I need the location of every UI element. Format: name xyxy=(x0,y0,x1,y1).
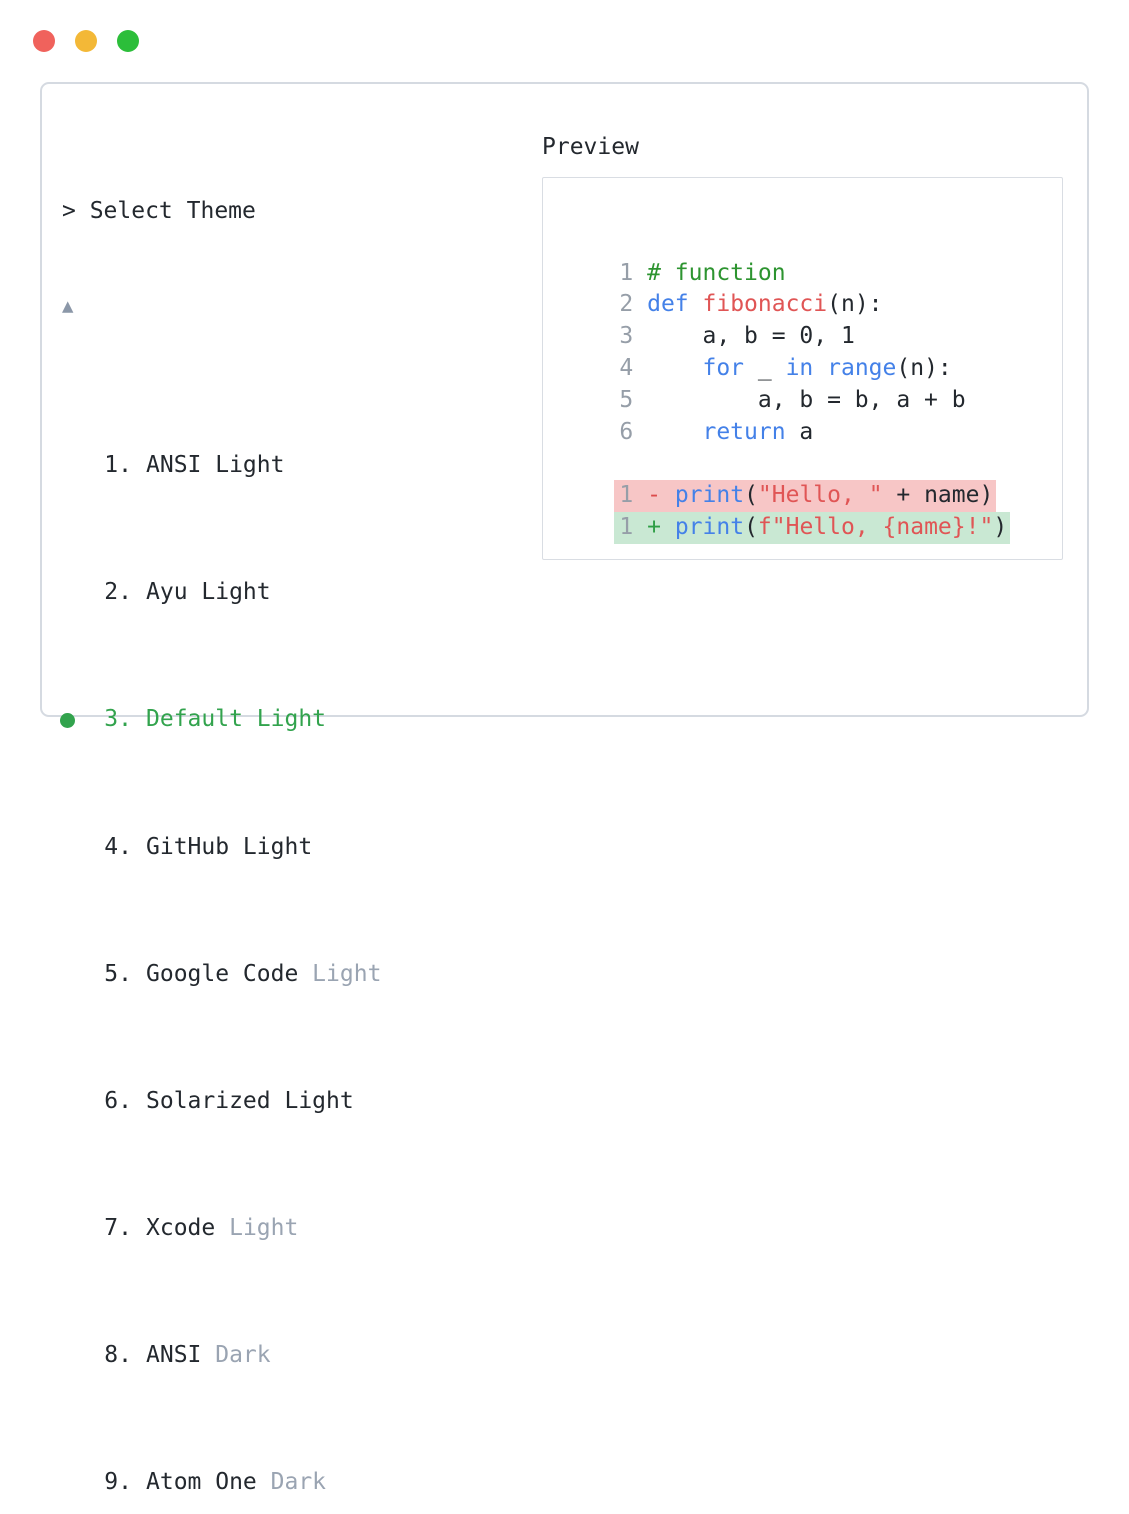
theme-item-number: 8. xyxy=(104,1342,132,1369)
theme-list-item[interactable]: 6. Solarized Light xyxy=(62,1086,879,1118)
line-number: 5 xyxy=(619,386,648,413)
line-number: 1 xyxy=(619,482,648,509)
theme-list-item[interactable]: 4. GitHub Light xyxy=(62,832,879,864)
code-line: 4 for _ in range(n): xyxy=(619,354,952,381)
selected-dot-icon xyxy=(60,712,75,728)
theme-item-name: Ayu Light xyxy=(146,579,271,606)
theme-list-item[interactable]: 8. ANSI Dark xyxy=(62,1340,879,1372)
theme-item-number: 2. xyxy=(104,579,132,606)
selected-marker xyxy=(60,712,90,728)
line-number: 6 xyxy=(619,418,648,445)
theme-item-name: Atom One Dark xyxy=(146,1469,327,1496)
code-line: 1 + print(f"Hello, {name}!") xyxy=(564,480,1062,544)
line-number: 4 xyxy=(619,354,648,381)
theme-item-name: Xcode Light xyxy=(146,1215,299,1242)
minimize-button[interactable] xyxy=(75,30,97,52)
preview-panel: Preview 1 # function 2 def fibonacci(n):… xyxy=(542,132,1063,560)
line-number: 1 xyxy=(619,259,648,286)
code-line: 2 def fibonacci(n): xyxy=(619,291,883,318)
theme-item-number: 5. xyxy=(104,960,132,987)
selected-marker xyxy=(62,1094,90,1109)
theme-list-item[interactable]: 7. Xcode Light xyxy=(62,1213,879,1245)
preview-label: Preview xyxy=(542,134,639,160)
theme-item-number: 6. xyxy=(104,1087,132,1114)
code-preview-box: 1 # function 2 def fibonacci(n): 3 a, b … xyxy=(542,176,1063,560)
theme-list-item[interactable]: 5. Google Code Light xyxy=(62,959,879,991)
window-controls xyxy=(33,30,139,52)
theme-item-name: ANSI Light xyxy=(146,451,285,478)
theme-item-number: 3. xyxy=(104,706,132,733)
selected-marker xyxy=(62,1476,90,1491)
code-line: 3 a, b = 0, 1 xyxy=(619,323,855,350)
selected-marker xyxy=(62,1349,90,1364)
code-line: 5 a, b = b, a + b xyxy=(619,386,966,413)
theme-item-name: Google Code Light xyxy=(146,960,382,987)
theme-item-number: 7. xyxy=(104,1215,132,1242)
select-theme-prompt: > Select Theme xyxy=(62,197,256,224)
selected-marker xyxy=(62,1221,90,1236)
selected-marker xyxy=(62,458,90,473)
theme-item-name: Default Light xyxy=(146,706,327,733)
line-number: 1 xyxy=(619,513,648,540)
line-number: 3 xyxy=(619,323,648,350)
theme-item-name: ANSI Dark xyxy=(146,1342,271,1369)
code-lines: 1 # function 2 def fibonacci(n): 3 a, b … xyxy=(564,226,1062,544)
selected-marker xyxy=(62,586,90,601)
theme-selector-window: > Select Theme ▲ 1. ANSI Light 2. Ayu Li… xyxy=(40,82,1089,1495)
code-line: 6 return a xyxy=(619,418,814,445)
close-button[interactable] xyxy=(33,30,55,52)
theme-item-name: GitHub Light xyxy=(146,833,313,860)
theme-item-name: Solarized Light xyxy=(146,1087,354,1114)
scroll-up-icon[interactable]: ▲ xyxy=(62,294,74,317)
selected-marker xyxy=(62,840,90,855)
code-line: 1 - print("Hello, " + name) xyxy=(564,448,1062,512)
theme-item-number: 9. xyxy=(104,1469,132,1496)
code-line: 1 # function xyxy=(619,259,786,286)
theme-list-item[interactable]: 3. Default Light xyxy=(60,704,879,736)
zoom-button[interactable] xyxy=(117,30,139,52)
theme-item-number: 4. xyxy=(104,833,132,860)
theme-item-number: 1. xyxy=(104,451,132,478)
selected-marker xyxy=(62,967,90,982)
theme-list-item[interactable]: 2. Ayu Light xyxy=(62,577,879,609)
line-number: 2 xyxy=(619,291,648,318)
theme-list-item[interactable]: 9. Atom One Dark xyxy=(62,1467,879,1499)
theme-list-item[interactable]: 1. ANSI Light xyxy=(62,450,879,482)
